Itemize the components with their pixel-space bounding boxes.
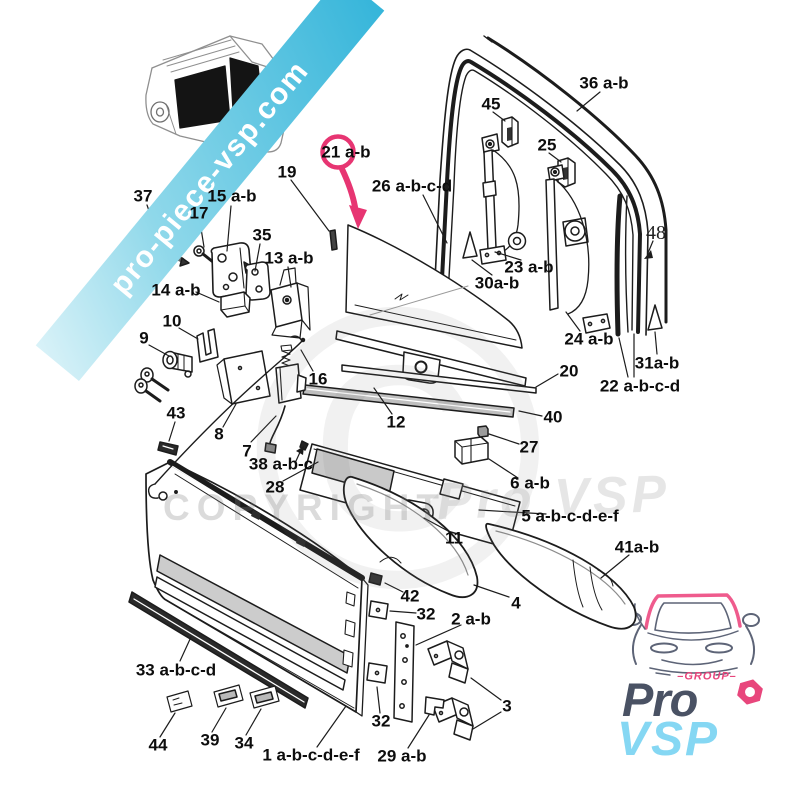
- leader-lines: [146, 91, 658, 749]
- belt-strips: [302, 330, 537, 418]
- logo-pro-text: Pro: [622, 673, 698, 726]
- speaker-trim-4: [342, 476, 479, 599]
- wedge-30: [462, 231, 478, 259]
- window-regulator-rear: [545, 164, 611, 334]
- door-glass: [345, 224, 523, 349]
- wedge-31: [647, 304, 663, 331]
- clip-45: [501, 116, 519, 148]
- brand-car-sketch: [624, 593, 760, 676]
- lower-molding-33: [128, 591, 309, 709]
- door-outer-panel: [145, 459, 369, 717]
- logo-vsp-text: VSP: [617, 713, 720, 766]
- highlight-21: [320, 134, 367, 229]
- badges: [166, 684, 280, 713]
- window-regulator-front: [479, 133, 527, 265]
- fixings-and-hinges: [366, 572, 474, 741]
- logo-group-text: –GROUP–: [677, 670, 737, 683]
- run-channel-strips: [614, 193, 629, 337]
- window-frame-seal: [429, 35, 668, 336]
- pin-19: [329, 229, 338, 251]
- armrest-trim-41: [485, 522, 637, 630]
